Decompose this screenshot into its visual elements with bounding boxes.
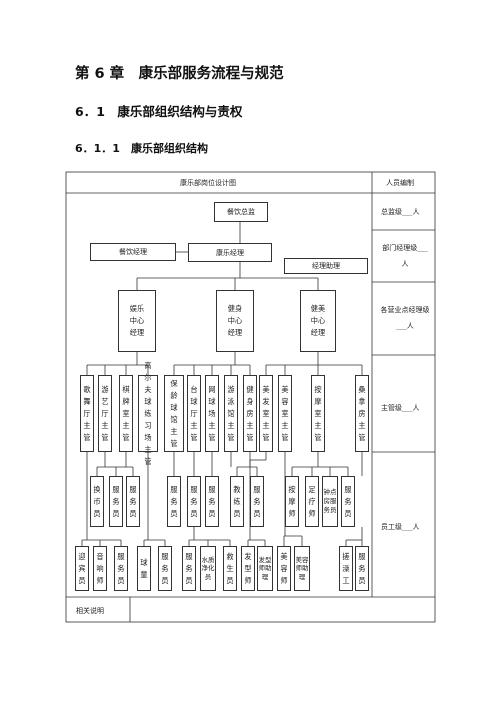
supervisor-box: 歌舞厅主管 [80,375,94,452]
staff-box: 换币员 [90,476,104,527]
entertainment-center-box: 娱乐中心经理 [118,290,156,352]
assistant-box: 经理助理 [284,258,368,274]
supervisor-box: 按摩室主管 [311,375,325,452]
supervisor-box: 游艺厅主管 [98,375,112,452]
supervisor-box: 网球场主管 [205,375,219,452]
supervisor-box: 保龄球馆主管 [164,375,184,452]
supervisor-box: 游泳馆主管 [224,375,238,452]
staff-box: 按摩师 [285,476,299,527]
level-dept-manager: 部门经理级___人 [382,244,428,268]
level-director: 总监级___人 [381,208,420,216]
staffing-header: 人员编制 [386,179,414,187]
staff-box: 音响师 [93,546,107,591]
chart-title: 康乐部岗位设计图 [180,179,236,187]
subsection-title: 6．1．1 康乐部组织结构 [75,142,208,155]
chapter-title: 第 6 章 康乐部服务流程与规范 [75,66,284,82]
staff-box: 服务员 [205,476,219,527]
staff-box: 美容师助理 [294,546,310,591]
staff-box: 服务员 [114,546,128,591]
staff-box: 美容师 [277,546,291,591]
beauty-center-box: 健美中心经理 [300,290,336,352]
staff-box: 服务员 [355,546,369,591]
staff-box: 教练员 [230,476,244,527]
director-box: 餐饮总监 [214,202,268,222]
staff-box: 迎宾员 [75,546,89,591]
supervisor-box: 棋牌室主管 [119,375,133,452]
supervisor-box: 桑拿房主管 [355,375,369,452]
staff-box: 服务员 [182,546,196,591]
fb-manager-box: 餐饮经理 [90,243,176,261]
supervisor-box: 美容室主管 [278,375,292,452]
staff-box: 发型师助理 [257,546,273,591]
supervisor-box: 健身房主管 [243,375,257,452]
staff-box: 球童 [137,546,151,591]
notes-label: 相关说明 [76,607,104,615]
staff-box: 搓澡工 [339,546,353,591]
level-outlet-manager: 各营业点经理级___人 [380,306,430,330]
fitness-center-box: 健身中心经理 [216,290,254,352]
supervisor-box: 高尔夫球练习场主管 [138,361,158,466]
section-title: 6．1 康乐部组织结构与责权 [75,104,243,119]
staff-box: 服务员 [167,476,181,527]
level-staff: 员工级___人 [381,523,420,531]
level-supervisor: 主管级___人 [381,404,420,412]
supervisor-box: 美发室主管 [259,375,273,452]
staff-box: 服务员 [341,476,355,527]
staff-box: 服务员 [126,476,140,527]
staff-box: 足疗师 [305,476,319,527]
staff-box: 服务员 [187,476,201,527]
staff-box: 服务员 [250,476,264,527]
staff-box: 服务员 [109,476,123,527]
staff-box: 服务员 [158,546,172,591]
supervisor-box: 台球厅主管 [187,375,201,452]
rec-manager-box: 康乐经理 [188,243,272,262]
staff-box: 救生员 [223,546,237,591]
staff-box: 钟点房服务员 [322,476,338,527]
staff-box: 发型师 [241,546,255,591]
staff-box: 水质净化员 [200,546,216,591]
